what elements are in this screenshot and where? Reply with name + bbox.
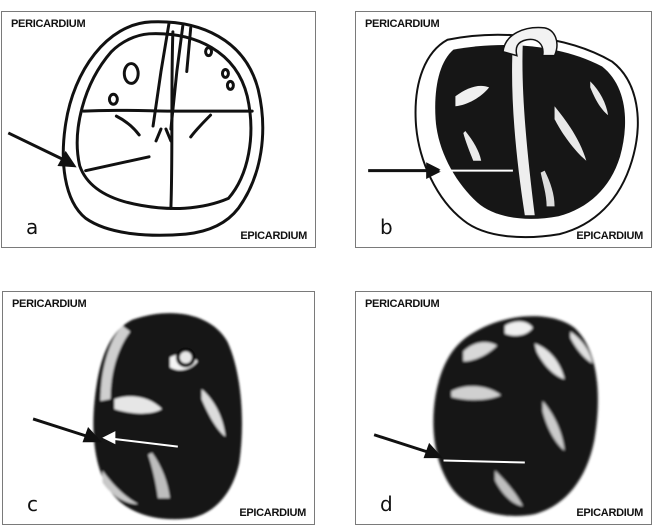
panel-b: PERICARDIUM EPICARDIUM b	[355, 11, 652, 248]
epicardium-label: EPICARDIUM	[576, 230, 643, 242]
panel-letter: a	[26, 215, 38, 239]
pericardium-label: PERICARDIUM	[365, 18, 439, 30]
heart-specimen-photo	[3, 292, 314, 524]
heart-outline-drawing	[2, 12, 315, 247]
panel-c: PERICARDIUM EPICARDIUM c	[2, 291, 315, 525]
heart-section-illustration	[356, 12, 651, 247]
heart-specimen-photo	[356, 292, 651, 524]
epicardium-label: EPICARDIUM	[576, 507, 643, 519]
pericardium-label: PERICARDIUM	[11, 18, 85, 30]
panel-letter: b	[380, 215, 393, 239]
epicardium-label: EPICARDIUM	[239, 507, 306, 519]
epicardium-label: EPICARDIUM	[240, 230, 307, 242]
pericardium-label: PERICARDIUM	[12, 298, 86, 310]
arrow-pointer	[374, 435, 439, 457]
arrow-pointer	[368, 165, 439, 177]
arrow-pointer	[33, 419, 98, 441]
panel-a: PERICARDIUM EPICARDIUM a	[1, 11, 316, 248]
panel-letter: c	[27, 492, 38, 516]
panel-d: PERICARDIUM EPICARDIUM d	[355, 291, 652, 525]
av-line	[84, 110, 253, 111]
panel-letter: d	[380, 492, 393, 516]
pericardium-label: PERICARDIUM	[365, 298, 439, 310]
